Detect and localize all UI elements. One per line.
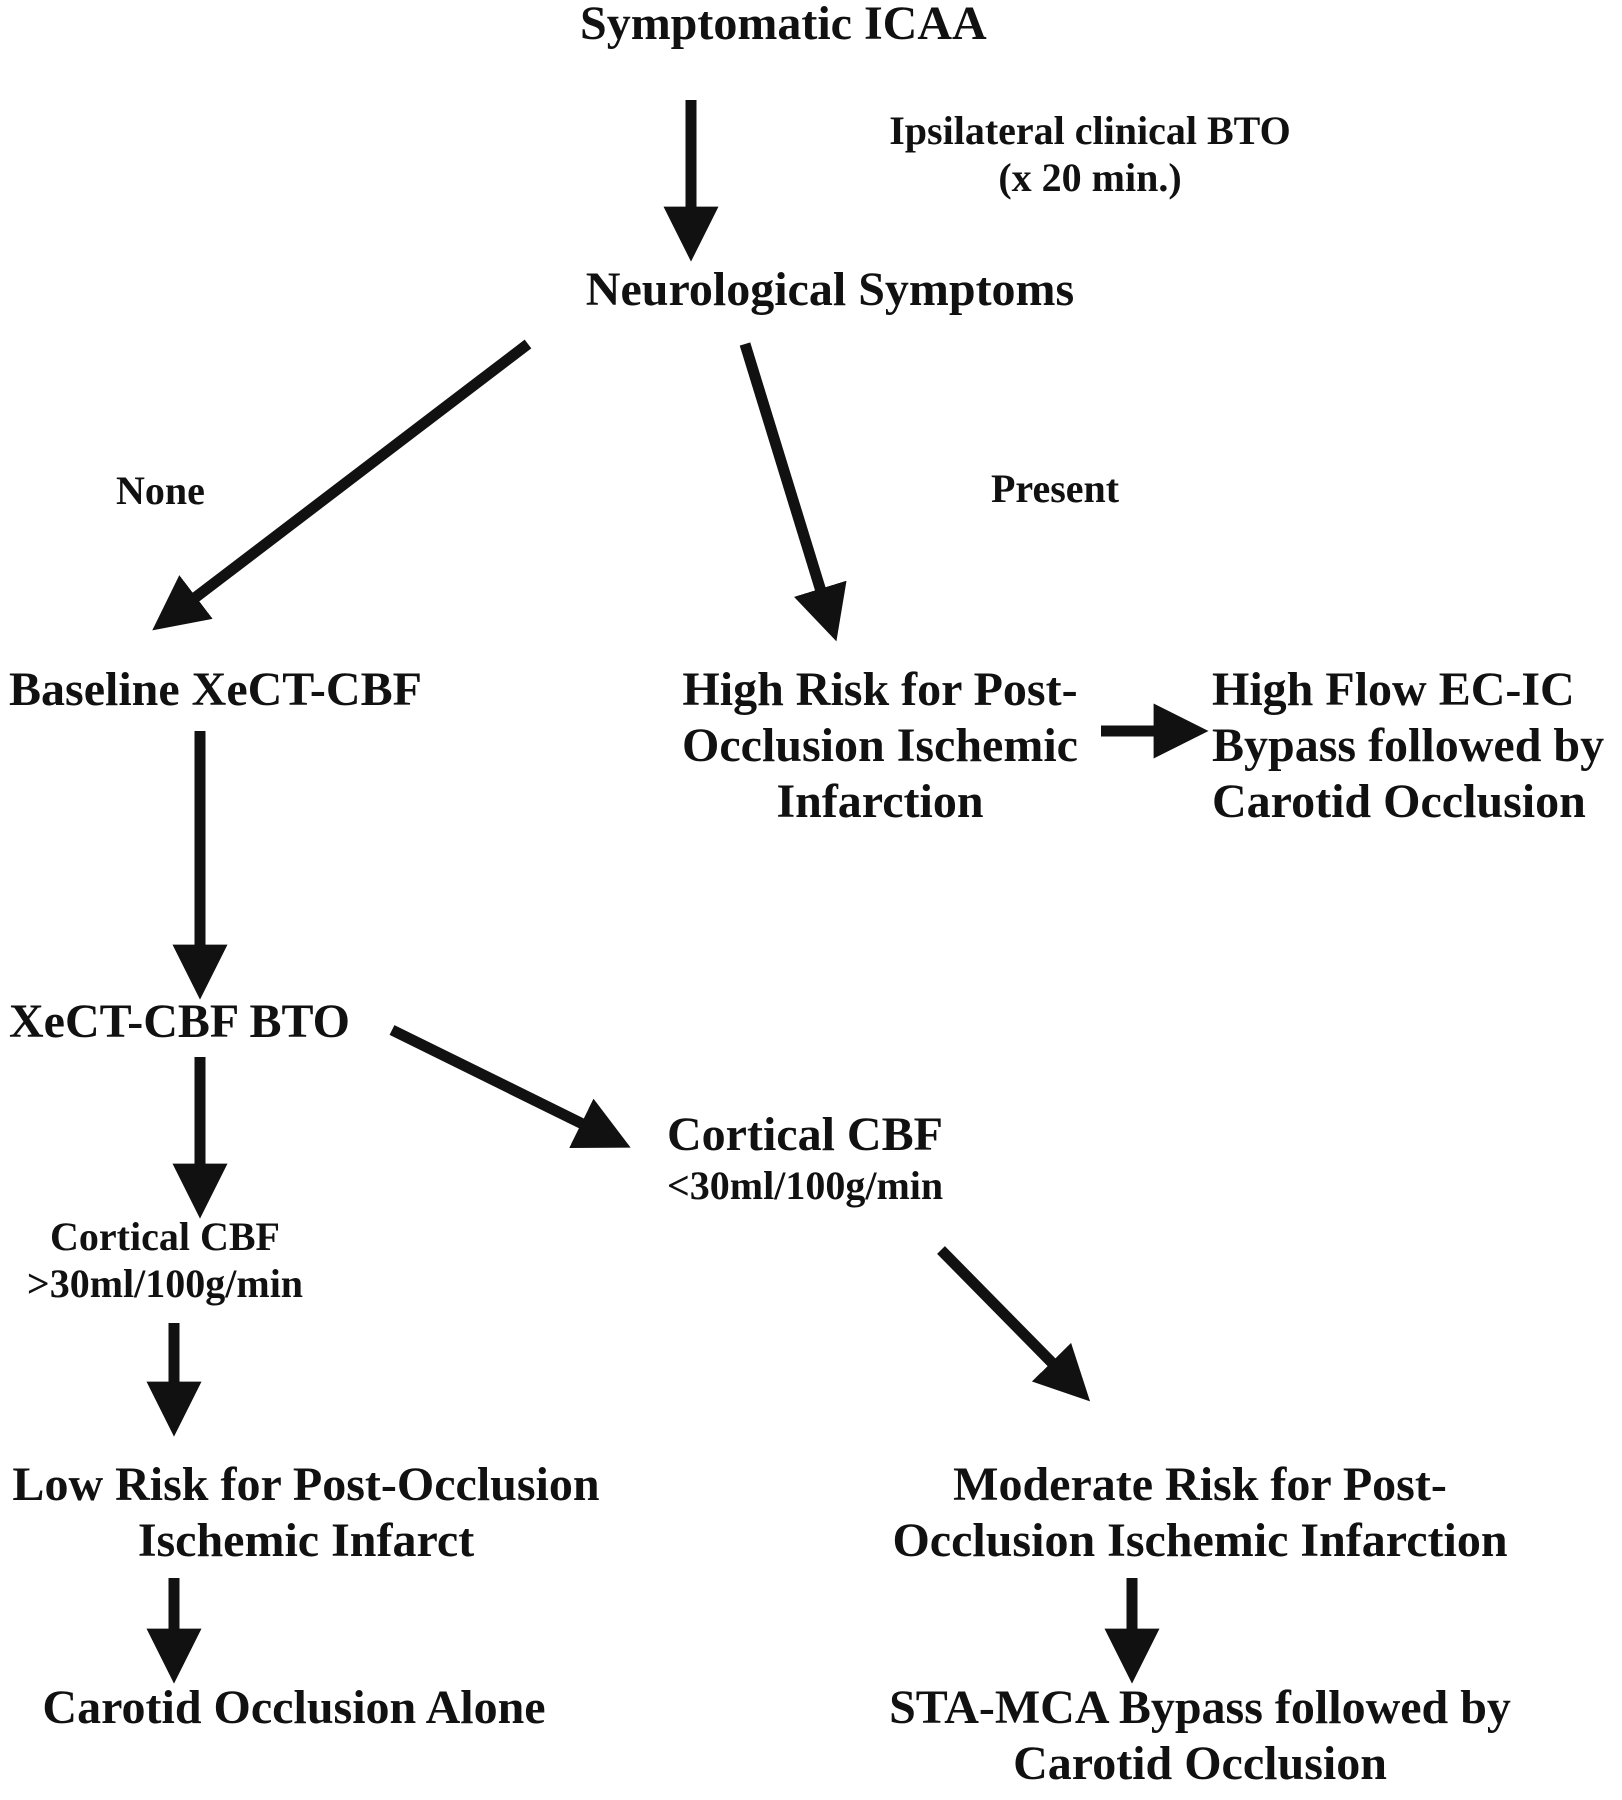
arrow-neuro-to-baseline	[152, 339, 532, 631]
arrow-cbf-low-to-moderate-risk	[937, 1246, 1091, 1402]
node-sta-mca-bypass: STA-MCA Bypass followed by Carotid Occlu…	[889, 1681, 1511, 1791]
node-low-risk: Low Risk for Post-Occlusion Ischemic Inf…	[12, 1458, 600, 1568]
arrow-xect-bto-to-cbf-low	[389, 1025, 631, 1148]
node-carotid-occlusion-alone: Carotid Occlusion Alone	[42, 1681, 546, 1734]
node-high-flow-bypass: High Flow EC-IC Bypass followed by Carot…	[1212, 663, 1605, 829]
node-moderate-risk: Moderate Risk for Post- Occlusion Ischem…	[892, 1458, 1508, 1568]
edge-label-present: Present	[991, 466, 1120, 511]
edge-label-clinical-bto: Ipsilateral clinical BTO (x 20 min.)	[889, 108, 1291, 200]
arrow-neuro-to-high-risk	[739, 342, 847, 642]
node-cortical-cbf-low: Cortical CBF <30ml/100g/min	[667, 1108, 944, 1209]
node-baseline-xect-cbf: Baseline XeCT-CBF	[9, 663, 422, 716]
node-neurological-symptoms: Neurological Symptoms	[585, 263, 1075, 316]
node-high-risk: High Risk for Post- Occlusion Ischemic I…	[682, 663, 1078, 829]
edge-label-none: None	[116, 468, 205, 513]
node-xect-cbf-bto: XeCT-CBF BTO	[9, 995, 350, 1048]
node-cortical-cbf-high: Cortical CBF >30ml/100g/min	[26, 1214, 304, 1306]
node-symptomatic-icaa: Symptomatic ICAA	[580, 0, 987, 50]
